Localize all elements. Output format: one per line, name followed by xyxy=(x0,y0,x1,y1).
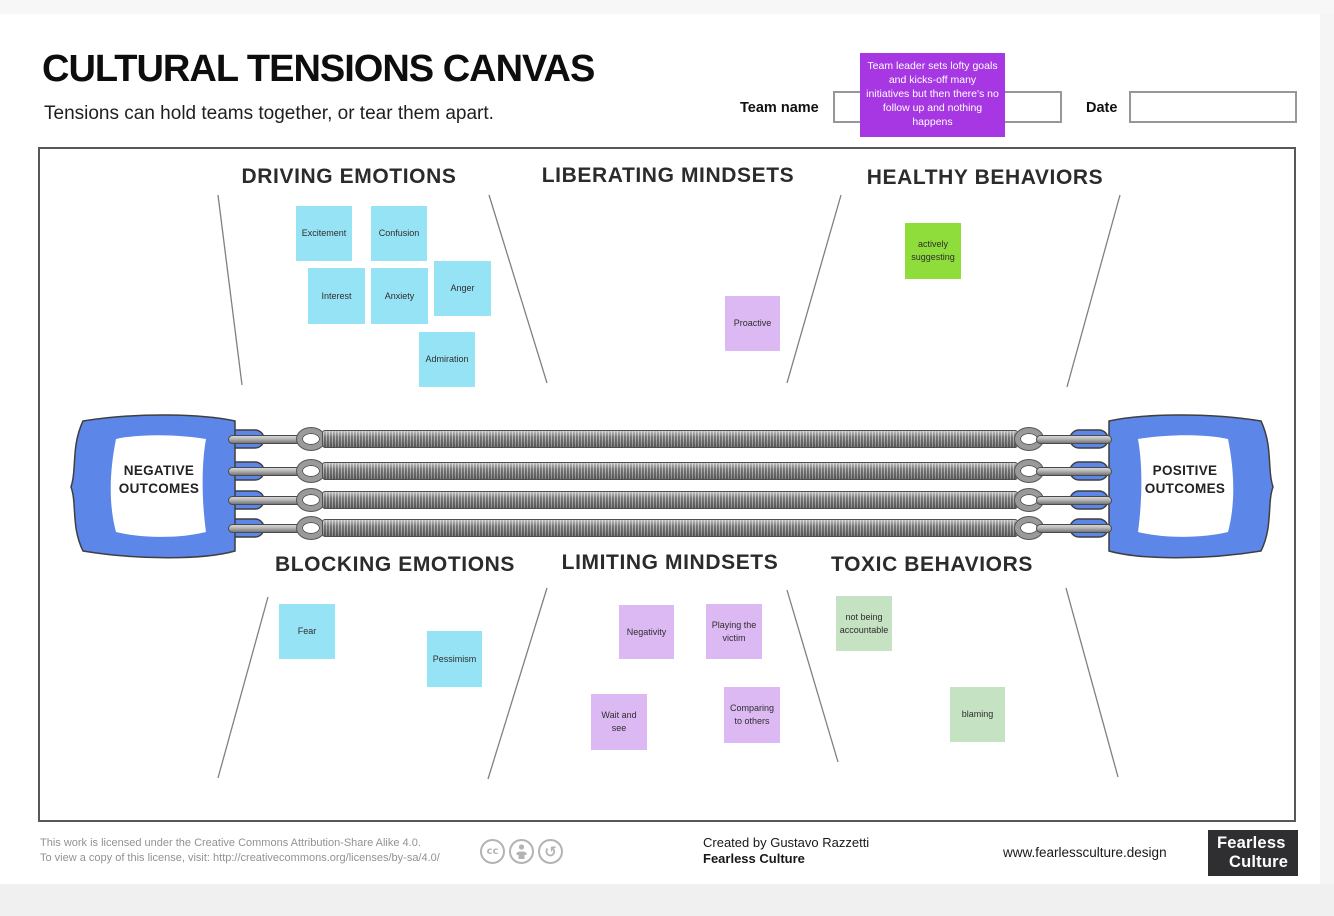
license-text: This work is licensed under the Creative… xyxy=(40,836,440,865)
positive-outcomes-handle xyxy=(1069,414,1274,559)
band-spring xyxy=(322,519,1018,537)
person-glyph xyxy=(516,844,527,859)
license-line-2: To view a copy of this license, visit: h… xyxy=(40,851,440,864)
date-label: Date xyxy=(1086,100,1118,116)
website-link[interactable]: www.fearlessculture.design xyxy=(1003,845,1167,860)
resistance-band xyxy=(228,517,1112,539)
sticky-note[interactable]: Fear xyxy=(279,604,335,659)
sticky-note-text: blaming xyxy=(961,709,994,720)
sticky-note[interactable]: Comparing to others xyxy=(724,687,780,743)
page-margin-bottom xyxy=(0,884,1334,916)
sticky-note-text: Pessimism xyxy=(432,653,477,664)
sticky-note-text: Proactive xyxy=(733,318,772,329)
date-input[interactable] xyxy=(1129,91,1297,123)
attribution-person-icon[interactable] xyxy=(509,839,534,864)
sticky-note-text: Fear xyxy=(297,626,317,637)
creative-commons-icons: cc ↺ xyxy=(480,839,563,864)
sticky-note[interactable]: Confusion xyxy=(371,206,427,261)
canvas-area xyxy=(38,147,1296,822)
sticky-note-text: Negativity xyxy=(626,626,667,637)
page-margin-top xyxy=(0,0,1334,14)
sticky-note[interactable]: Anger xyxy=(434,261,491,316)
resistance-band xyxy=(228,428,1112,450)
share-alike-glyph: ↺ xyxy=(544,842,557,861)
logo-line-1: Fearless xyxy=(1217,834,1286,852)
section-title-toxic-behaviors: TOXIC BEHAVIORS xyxy=(831,553,1033,576)
sticky-note[interactable]: Playing the victim xyxy=(706,604,762,659)
band-rod xyxy=(228,496,304,505)
band-eyelet xyxy=(297,428,325,450)
sticky-note[interactable]: blaming xyxy=(950,687,1005,742)
section-divider-lines xyxy=(217,194,1121,780)
band-spring xyxy=(322,491,1018,509)
sticky-note[interactable]: Wait and see xyxy=(591,694,647,750)
cc-icon[interactable]: cc xyxy=(480,839,505,864)
positive-outcomes-label: POSITIVE OUTCOMES xyxy=(1144,463,1226,496)
sticky-note[interactable]: actively suggesting xyxy=(905,223,961,279)
sticky-note[interactable]: Pessimism xyxy=(427,631,482,687)
section-title-limiting-mindsets: LIMITING MINDSETS xyxy=(561,551,779,574)
section-title-healthy-behaviors: HEALTHY BEHAVIORS xyxy=(866,166,1104,189)
band-eyelet xyxy=(297,460,325,482)
band-rod xyxy=(1036,524,1112,533)
sticky-note-text: Admiration xyxy=(425,354,469,365)
created-by-line: Created by Gustavo Razzetti xyxy=(703,835,870,850)
band-rod xyxy=(1036,496,1112,505)
page-title: CULTURAL TENSIONS CANVAS xyxy=(42,48,595,90)
page-margin-right xyxy=(1320,14,1334,884)
sticky-note-text: Playing the victim xyxy=(711,619,757,643)
sticky-note-text: Wait and see xyxy=(601,710,637,733)
resistance-band xyxy=(228,489,1112,511)
band-rod xyxy=(228,524,304,533)
sticky-note-text: Comparing to others xyxy=(729,703,775,726)
sticky-note-text: Anxiety xyxy=(384,290,415,301)
sticky-note[interactable]: Excitement xyxy=(296,206,352,261)
logo-line-2: Culture xyxy=(1229,853,1289,872)
share-alike-icon[interactable]: ↺ xyxy=(538,839,563,864)
sticky-note-text: Interest xyxy=(321,290,352,301)
section-title-liberating-mindsets: LIBERATING MINDSETS xyxy=(541,164,795,187)
sticky-note[interactable]: Anxiety xyxy=(371,268,428,324)
sticky-note[interactable]: Proactive xyxy=(725,296,780,351)
fearless-culture-logo[interactable]: Fearless Culture xyxy=(1208,830,1298,876)
band-eyelet xyxy=(297,517,325,539)
sticky-note[interactable]: Interest xyxy=(308,268,365,324)
sticky-note-text: Anger xyxy=(450,283,475,294)
sticky-note-text: not being accountable xyxy=(839,611,889,635)
sticky-note-text: Excitement xyxy=(301,228,347,239)
band-rod xyxy=(1036,467,1112,476)
brand-line: Fearless Culture xyxy=(703,851,805,867)
sticky-note[interactable]: Admiration xyxy=(419,332,475,387)
section-title-driving-emotions: DRIVING EMOTIONS xyxy=(241,165,457,188)
sticky-note[interactable]: not being accountable xyxy=(836,596,892,651)
band-rod xyxy=(228,435,304,444)
sticky-note-text: Team leader sets lofty goals and kicks-o… xyxy=(866,60,999,128)
negative-outcomes-label: NEGATIVE OUTCOMES xyxy=(118,463,200,496)
sticky-note[interactable]: Team leader sets lofty goals and kicks-o… xyxy=(860,53,1005,137)
band-rod xyxy=(1036,435,1112,444)
sticky-note[interactable]: Negativity xyxy=(619,605,674,659)
page-subtitle: Tensions can hold teams together, or tea… xyxy=(44,103,494,124)
band-spring xyxy=(322,430,1018,448)
band-spring xyxy=(322,462,1018,480)
section-title-blocking-emotions: BLOCKING EMOTIONS xyxy=(274,553,516,576)
license-line-1: This work is licensed under the Creative… xyxy=(40,837,421,849)
resistance-band xyxy=(228,460,1112,482)
band-rod xyxy=(228,467,304,476)
sticky-note-text: actively suggesting xyxy=(911,239,955,262)
credit-text: Created by Gustavo Razzetti Fearless Cul… xyxy=(703,835,869,868)
team-name-label: Team name xyxy=(740,100,819,116)
band-eyelet xyxy=(297,489,325,511)
canvas-graphics xyxy=(70,194,1274,780)
sticky-note-text: Confusion xyxy=(378,228,420,239)
cc-icon-text: cc xyxy=(486,846,499,857)
